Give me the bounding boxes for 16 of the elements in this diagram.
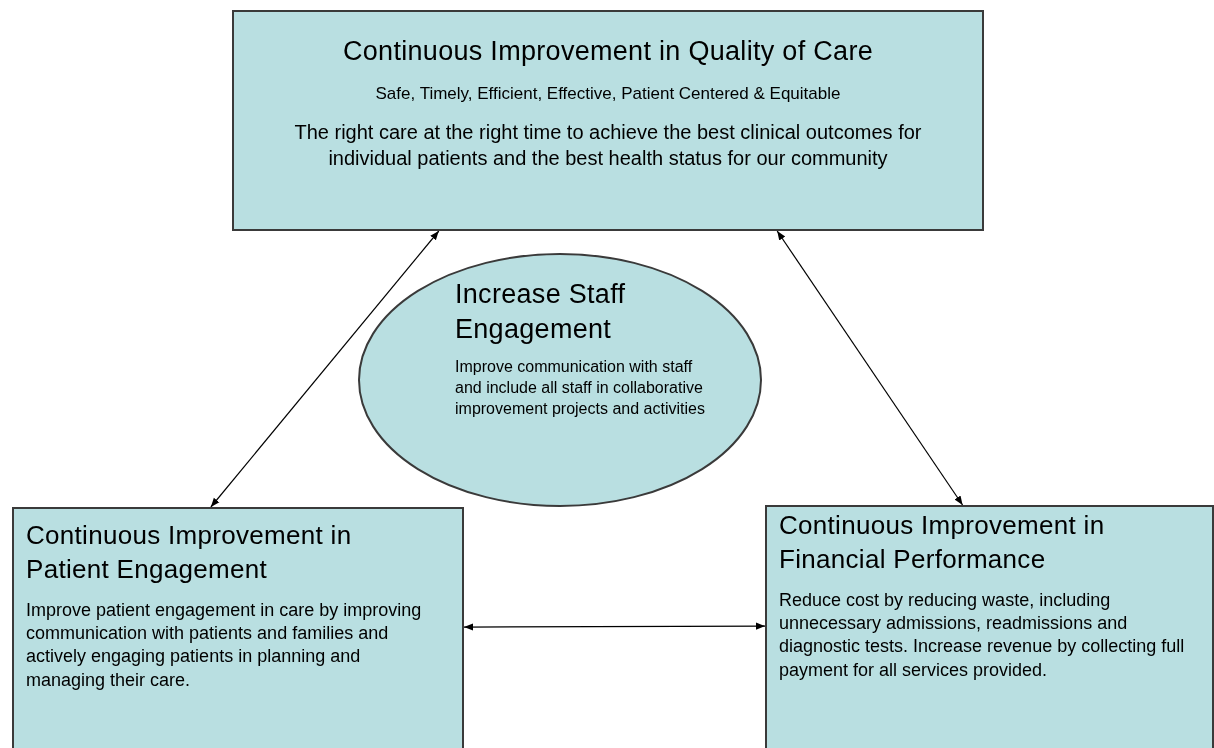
ellipse-node (358, 253, 762, 507)
process-box (12, 507, 464, 748)
process-box (232, 10, 984, 231)
node-title: Increase Staff Engagement (455, 278, 627, 347)
double-arrow (463, 622, 766, 631)
node-title: Continuous Improvement in Quality of Care (341, 35, 874, 68)
node-description: The right care at the right time to achieve the best clinical outcomes for individual patients and the best health status for our community (293, 120, 923, 172)
node-title: Continuous Improvement in Financial Performance (779, 509, 1106, 576)
node-subtitle: Safe, Timely, Efficient, Effective, Patient Centered & Equitable (374, 83, 842, 106)
double-arrow (776, 230, 964, 506)
process-box (765, 505, 1214, 748)
node-title: Continuous Improvement in Patient Engagement (26, 519, 353, 586)
node-subtitle: Reduce cost by reducing waste, including unnecessary admissions, readmissions and diagnostic tests. Increase revenue by collecting full payment for all services provided. (779, 588, 1186, 682)
node-subtitle: Improve patient engagement in care by improving communication with patients and families and actively engaging patients in planning and managing their care. (26, 598, 422, 692)
node-subtitle: Improve communication with staff and include all staff in collaborative improvement projects and activities (455, 357, 706, 419)
double-arrow (210, 230, 440, 508)
